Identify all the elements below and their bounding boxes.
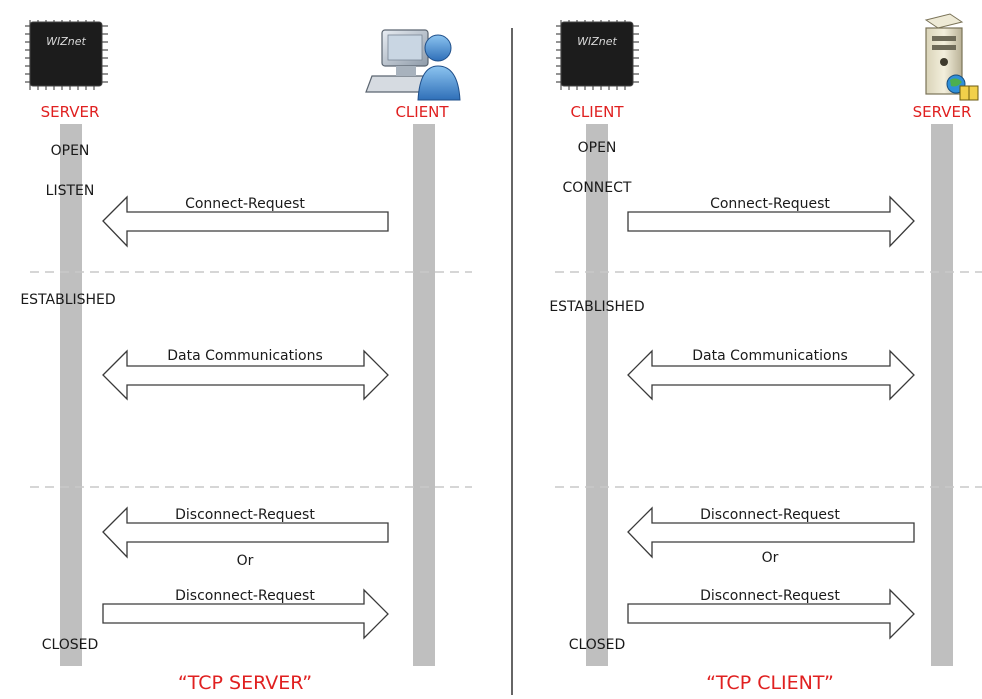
server-role-label: SERVER bbox=[913, 103, 972, 121]
connect-request-label: Connect-Request bbox=[185, 196, 305, 212]
data-communications-arrow bbox=[102, 349, 389, 401]
left-panel: WIZnet SERVER CLIENT OPEN LISTEN ESTABLI… bbox=[20, 20, 472, 694]
data-communications-label: Data Communications bbox=[692, 348, 848, 364]
svg-text:WIZnet: WIZnet bbox=[46, 35, 86, 48]
server-role-label: SERVER bbox=[41, 103, 100, 121]
tcp-client-caption: “TCP CLIENT” bbox=[706, 672, 834, 694]
disconnect-request-arrow-out bbox=[627, 588, 915, 640]
state-connect: CONNECT bbox=[563, 180, 632, 196]
connect-request-label: Connect-Request bbox=[710, 196, 830, 212]
disconnect-request-arrow-in bbox=[627, 506, 915, 559]
server-lifeline bbox=[931, 124, 953, 666]
state-open: OPEN bbox=[51, 143, 90, 159]
data-communications-label: Data Communications bbox=[167, 348, 323, 364]
client-computer-icon bbox=[365, 29, 461, 101]
state-open: OPEN bbox=[578, 140, 617, 156]
wiznet-chip-icon: WIZnet bbox=[25, 20, 108, 90]
disconnect-request-label: Disconnect-Request bbox=[700, 507, 840, 523]
connect-request-arrow bbox=[102, 195, 389, 248]
disconnect-request-label: Disconnect-Request bbox=[175, 507, 315, 523]
client-role-label: CLIENT bbox=[395, 103, 449, 121]
disconnect-request-arrow-in bbox=[102, 506, 389, 559]
server-tower-icon bbox=[924, 13, 979, 101]
state-closed: CLOSED bbox=[569, 637, 626, 653]
connect-request-arrow bbox=[627, 195, 915, 248]
server-lifeline bbox=[60, 124, 82, 666]
wiznet-chip-icon: WIZnet bbox=[556, 20, 639, 90]
state-established: ESTABLISHED bbox=[20, 292, 115, 308]
or-label: Or bbox=[762, 550, 779, 566]
or-label: Or bbox=[237, 553, 254, 569]
right-panel: WIZnet CLIENT SERVER OPEN CONNECT ESTABL… bbox=[549, 13, 982, 694]
client-lifeline bbox=[413, 124, 435, 666]
disconnect-request-arrow-out bbox=[102, 588, 389, 640]
state-established: ESTABLISHED bbox=[549, 299, 644, 315]
state-closed: CLOSED bbox=[42, 637, 99, 653]
data-communications-arrow bbox=[627, 349, 915, 401]
state-listen: LISTEN bbox=[46, 183, 95, 199]
svg-text:WIZnet: WIZnet bbox=[577, 35, 617, 48]
tcp-server-caption: “TCP SERVER” bbox=[178, 672, 312, 694]
client-lifeline bbox=[586, 124, 608, 666]
disconnect-request-label: Disconnect-Request bbox=[700, 588, 840, 604]
disconnect-request-label: Disconnect-Request bbox=[175, 588, 315, 604]
client-role-label: CLIENT bbox=[570, 103, 624, 121]
